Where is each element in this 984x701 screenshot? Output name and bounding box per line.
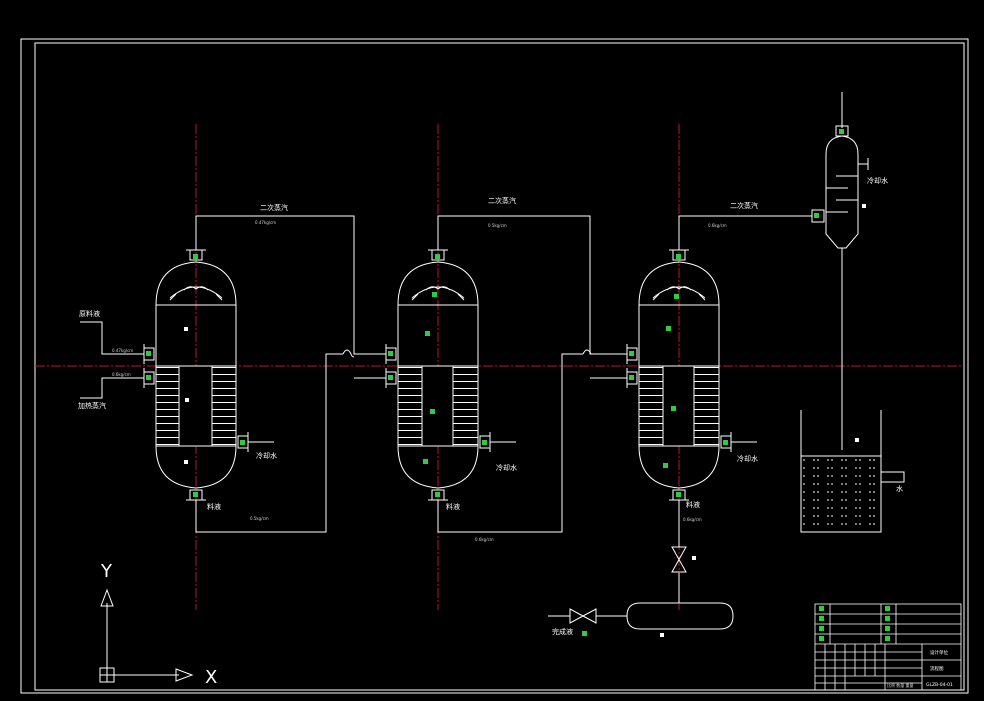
outer-frame: [20, 38, 969, 694]
flow-tag-5: 0.6kg/cm: [112, 372, 131, 377]
evaporator-3: [626, 249, 732, 501]
label-cooling-water-3: 冷却水: [737, 454, 758, 463]
flow-tag-3: 0.6kg/cm: [708, 223, 727, 228]
flow-tag-6: 0.5kg/cm: [250, 516, 269, 521]
title-block-drawing-no: GLZB-04-01: [926, 682, 953, 688]
axis-y-label: Y: [100, 561, 113, 582]
condenser: [811, 92, 869, 450]
process-labels: 二次蒸汽 二次蒸汽 二次蒸汽 原料液 加热蒸汽 冷却水 冷却水 冷却水 冷却水 …: [78, 176, 903, 636]
flow-tag-4: 0.47kg/cm: [112, 348, 133, 353]
label-cooling-water-condenser: 冷却水: [867, 176, 888, 185]
title-block-scale-row: 比例 数量 重量: [887, 682, 914, 688]
node-markers: [146, 129, 844, 636]
label-product-3: 料液: [686, 500, 700, 509]
label-cooling-water-2: 冷却水: [496, 463, 517, 472]
evaporator-1: [143, 249, 249, 501]
label-feed: 原料液: [79, 309, 100, 318]
flow-tag-1: 0.47kg/cm: [255, 220, 276, 225]
valves: [569, 546, 687, 624]
ucs-axis-icon: [99, 588, 194, 683]
label-cooling-water-1: 冷却水: [256, 451, 277, 460]
label-product-1: 料液: [207, 502, 221, 511]
label-secondary-steam-1: 二次蒸汽: [260, 203, 288, 212]
flow-tag-7: 0.6kg/cm: [475, 537, 494, 542]
label-water: 水: [896, 484, 903, 493]
title-block-markers: [819, 606, 890, 641]
title-block-company: 设计单位: [930, 649, 948, 656]
flow-tag-2: 0.5kg/cm: [488, 223, 507, 228]
water-tank: [800, 410, 905, 533]
label-secondary-steam-2: 二次蒸汽: [488, 196, 516, 205]
piping: [80, 215, 812, 617]
axis-x-label: X: [205, 667, 217, 688]
label-secondary-steam-3: 二次蒸汽: [730, 201, 758, 210]
flow-tag-8: 0.6kg/cm: [683, 517, 702, 522]
label-heating-steam: 加热蒸汽: [78, 401, 106, 410]
evaporator-2: [385, 249, 491, 501]
receiving-tank: [626, 602, 734, 630]
flow-tags: 0.47kg/cm 0.5kg/cm 0.6kg/cm 0.47kg/cm 0.…: [112, 220, 727, 542]
label-finished-product: 完成液: [552, 627, 573, 636]
label-product-2: 料液: [446, 502, 460, 511]
title-block: [814, 603, 962, 691]
title-block-drawing-name: 流程图: [930, 665, 944, 672]
point-markers: [184, 204, 866, 637]
